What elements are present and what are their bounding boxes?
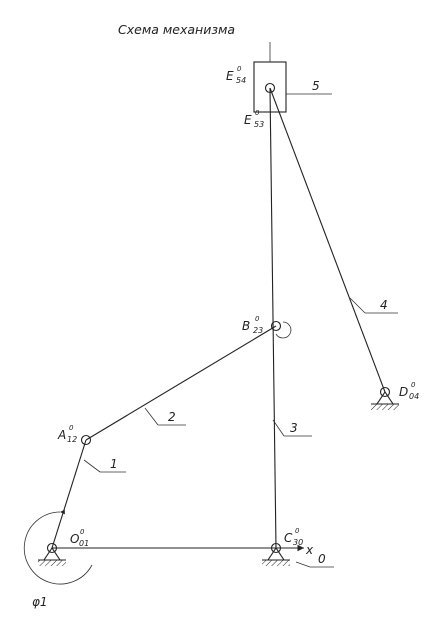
svg-text:54: 54 bbox=[236, 76, 246, 85]
joint-E bbox=[264, 82, 276, 94]
point-label-E53: E 0 53 bbox=[244, 109, 264, 129]
point-label-E54: E 0 54 bbox=[226, 65, 246, 85]
ground-support-D bbox=[371, 391, 399, 410]
svg-text:0: 0 bbox=[411, 381, 416, 389]
link-1-bar bbox=[51, 439, 87, 549]
svg-text:0: 0 bbox=[237, 65, 242, 73]
svg-text:53: 53 bbox=[254, 120, 264, 129]
joint-B-arc bbox=[275, 321, 292, 339]
svg-text:30: 30 bbox=[293, 538, 303, 547]
svg-text:0: 0 bbox=[69, 424, 74, 432]
svg-text:01: 01 bbox=[79, 539, 89, 548]
link-label-1: 1 bbox=[110, 457, 118, 471]
link-4-bar bbox=[269, 87, 386, 393]
ground-support-O bbox=[38, 547, 66, 566]
point-label-D: D 0 04 bbox=[399, 381, 419, 401]
svg-text:0: 0 bbox=[255, 315, 260, 323]
svg-text:0: 0 bbox=[295, 527, 300, 535]
joint-D bbox=[379, 386, 391, 398]
svg-text:O: O bbox=[70, 532, 79, 546]
link-label-0: 0 bbox=[318, 552, 326, 566]
joint-O bbox=[46, 542, 58, 554]
point-label-C: C 0 30 bbox=[284, 527, 303, 547]
leader-2 bbox=[144, 407, 159, 426]
crank-angle-label: φ1 bbox=[32, 595, 48, 609]
point-label-A: A 0 12 bbox=[57, 424, 77, 444]
link-label-3: 3 bbox=[290, 421, 298, 435]
joint-B bbox=[270, 320, 282, 332]
link-label-2: 2 bbox=[168, 410, 176, 424]
svg-text:B: B bbox=[242, 319, 250, 333]
svg-text:D: D bbox=[399, 385, 408, 399]
x-axis-label: x bbox=[305, 543, 314, 557]
point-label-B: B 0 23 bbox=[242, 315, 263, 335]
point-label-O: O 0 01 bbox=[70, 528, 89, 548]
diagram-title: Схема механизма bbox=[118, 22, 235, 37]
svg-text:E: E bbox=[244, 113, 252, 127]
crank-angle-arc bbox=[23, 509, 93, 585]
leader-1 bbox=[83, 459, 101, 473]
joint-A bbox=[80, 434, 92, 446]
leader-0 bbox=[295, 561, 311, 568]
svg-text:0: 0 bbox=[255, 109, 260, 117]
ground-support-C bbox=[262, 547, 290, 566]
svg-text:12: 12 bbox=[67, 435, 77, 444]
svg-text:A: A bbox=[57, 428, 66, 442]
svg-text:04: 04 bbox=[409, 392, 419, 401]
leader-3 bbox=[272, 419, 285, 437]
link-label-5: 5 bbox=[312, 79, 320, 93]
svg-text:23: 23 bbox=[253, 326, 263, 335]
link-3-bar bbox=[269, 87, 277, 549]
leader-4 bbox=[349, 297, 366, 314]
link-label-4: 4 bbox=[380, 298, 388, 312]
svg-text:0: 0 bbox=[80, 528, 85, 536]
link-2-bar bbox=[85, 325, 277, 441]
svg-text:C: C bbox=[284, 531, 293, 545]
svg-text:E: E bbox=[226, 69, 234, 83]
joint-C bbox=[270, 542, 282, 554]
